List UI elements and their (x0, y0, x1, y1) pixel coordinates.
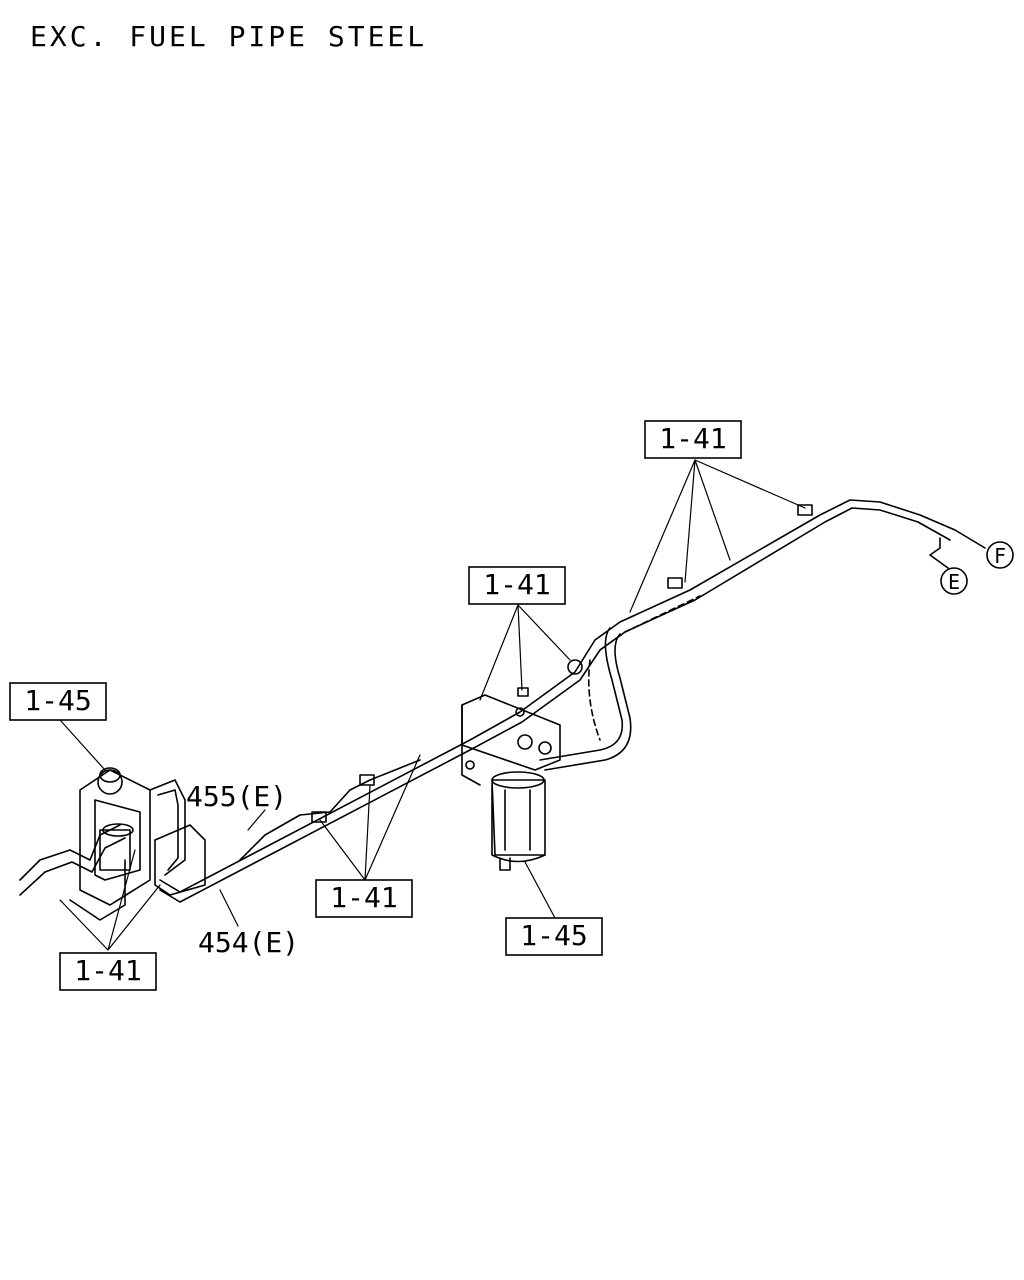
pipe-clips (311, 504, 813, 823)
main-fuel-pipe (159, 499, 956, 903)
pipe-454-label: 454(E) (198, 926, 299, 959)
leader-lines (59, 459, 806, 951)
callout-clip-lower-center-label: 1-41 (330, 881, 397, 914)
callout-clip-top-right: 1-41 (644, 420, 742, 459)
marker-e: E (940, 567, 968, 595)
callout-clip-lower-center: 1-41 (315, 879, 413, 918)
left-filter-assembly (69, 767, 206, 921)
marker-f: F (986, 541, 1014, 569)
center-filter-assembly (461, 694, 561, 871)
marker-f-label: F (994, 544, 1006, 568)
callout-clip-center: 1-41 (468, 566, 566, 605)
pipe-455 (239, 759, 421, 861)
callout-clip-bottom-left-label: 1-41 (74, 954, 141, 987)
pipe-455-label: 455(E) (186, 780, 287, 813)
marker-e-label: E (948, 570, 960, 594)
callout-filter-center: 1-45 (505, 917, 603, 956)
callout-filter-left-label: 1-45 (24, 684, 91, 717)
callout-filter-center-label: 1-45 (520, 919, 587, 952)
callout-clip-bottom-left: 1-41 (59, 952, 157, 991)
return-pipe (539, 627, 632, 771)
callout-clip-top-right-label: 1-41 (659, 422, 726, 455)
callout-clip-center-label: 1-41 (483, 568, 550, 601)
callout-filter-left: 1-45 (9, 682, 107, 721)
pipe-to-markers (929, 529, 986, 569)
diagram-title: EXC. FUEL PIPE STEEL (30, 20, 428, 53)
